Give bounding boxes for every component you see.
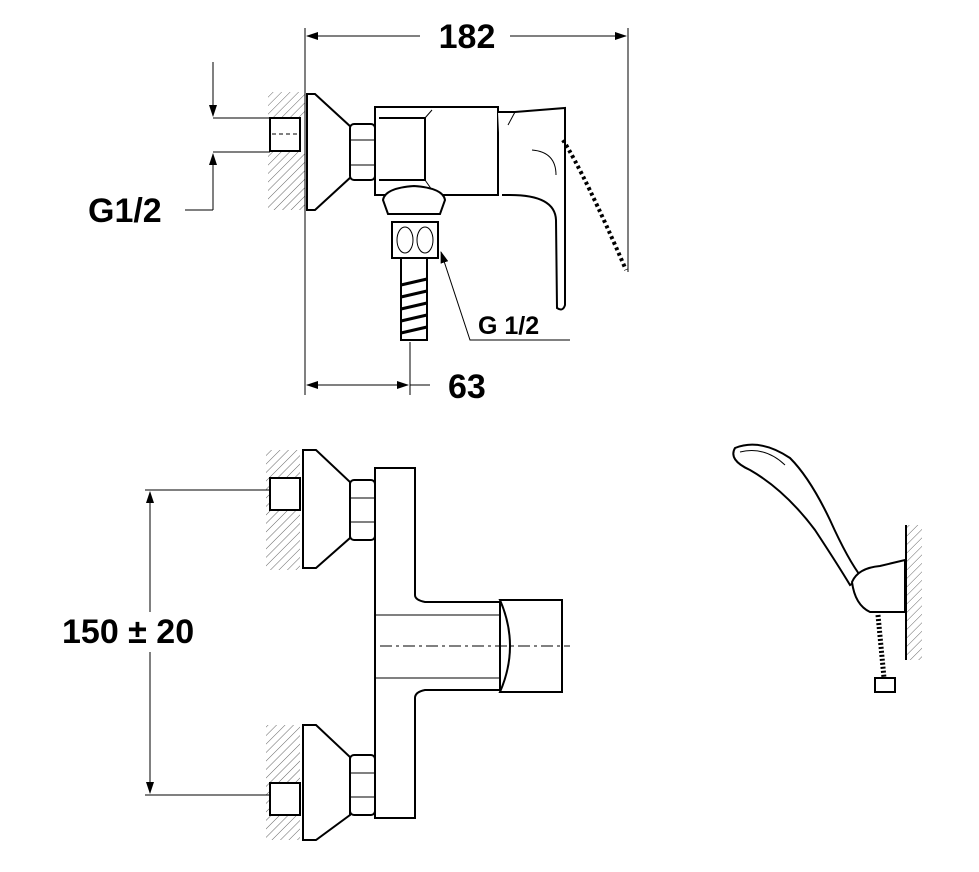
- mixer-body: [374, 106, 499, 196]
- wall-to-outlet-dimension: 63: [448, 368, 486, 406]
- upper-inlet-nipple: [269, 477, 301, 511]
- upper-flange: [302, 449, 351, 569]
- lower-hex-nut: [349, 754, 376, 816]
- wall-flange: [306, 93, 353, 211]
- wall-hatch: [906, 525, 922, 660]
- mixer-body-front: [374, 467, 501, 819]
- hose-nut: [391, 221, 439, 259]
- hand-shower-view: [732, 443, 922, 693]
- handle-cap: [498, 599, 563, 693]
- lower-flange: [302, 724, 351, 841]
- hose-connector: [874, 677, 896, 693]
- overall-width-dimension: 182: [439, 18, 496, 56]
- hex-nut: [349, 123, 376, 181]
- inlet-spacing-dimension: 150 ± 20: [62, 613, 194, 651]
- wall-hatch: [268, 92, 305, 118]
- swivel-outlet: [381, 184, 447, 215]
- shower-holder: [850, 558, 906, 613]
- hand-shower-head: [732, 443, 864, 587]
- outlet-thread-leader: [440, 251, 570, 341]
- lever-swing-path: [561, 138, 628, 271]
- outlet-thread-label: G 1/2: [478, 312, 539, 340]
- lever-handle: [498, 106, 566, 311]
- side-view: G 1/2 182 63 G1/2: [88, 18, 629, 406]
- front-view: 150 ± 20: [60, 449, 570, 841]
- hose: [875, 614, 887, 679]
- wall-hatch: [268, 152, 305, 210]
- upper-hex-nut: [349, 479, 376, 541]
- lower-inlet-nipple: [269, 782, 301, 816]
- inlet-thread-label: G1/2: [88, 192, 162, 230]
- shower-hose: [400, 257, 428, 341]
